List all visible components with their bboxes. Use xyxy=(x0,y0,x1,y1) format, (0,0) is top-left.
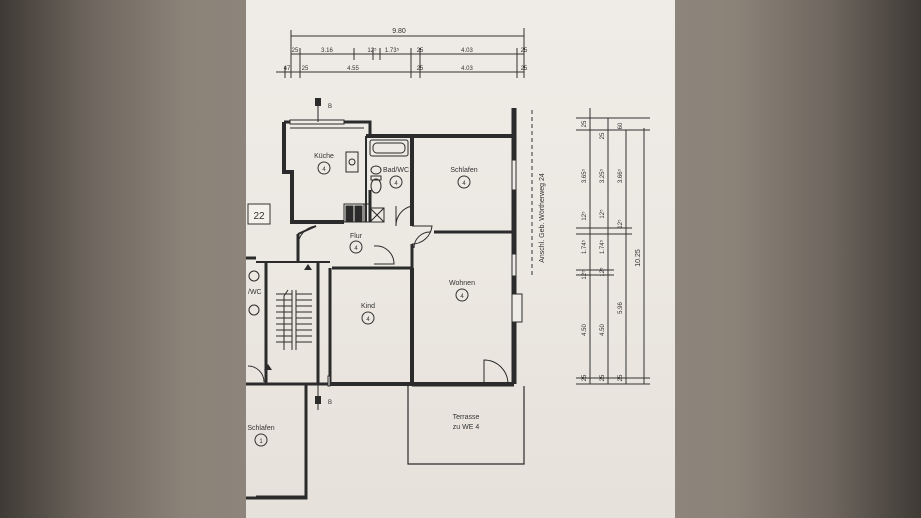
dim-rc2-1: 3.25⁵ xyxy=(599,168,606,183)
room-label-wc-neighbor: /WC xyxy=(248,289,262,296)
room-label-schlafen: Schlafen xyxy=(450,167,477,174)
dim-rc1-2: 12⁵ xyxy=(581,211,588,221)
dim-r2-0: 47 xyxy=(284,66,291,72)
toilet-icon xyxy=(248,304,260,316)
dim-rc2-0: 25 xyxy=(600,132,606,139)
unit-number: 22 xyxy=(253,211,265,222)
section-marker-top: B xyxy=(315,98,332,122)
dim-rc2-2: 12⁵ xyxy=(599,209,606,219)
side-note: Anschl. Geb. Wörtherweg 24 xyxy=(539,173,546,263)
room-label-bad: Bad/WC xyxy=(383,167,409,174)
dim-right-col2: 25 3.25⁵ 12⁵ 1.74⁵ 12⁵ 4.50 25 xyxy=(599,132,606,381)
room-label-wohnen: Wohnen xyxy=(449,280,475,287)
top-dimension-lines xyxy=(276,28,525,78)
room-flur: Flur 4 xyxy=(349,233,363,254)
room-schlafen-neighbor: Schlafen 1 xyxy=(247,425,275,447)
room-num-kueche: 4 xyxy=(322,167,326,173)
room-num-bad: 4 xyxy=(394,181,398,187)
room-label-terrasse-2: zu WE 4 xyxy=(453,424,480,431)
room-label-kind: Kind xyxy=(361,303,375,310)
dim-rc2-6: 25 xyxy=(600,374,606,381)
stairs xyxy=(276,289,312,350)
room-terrasse: Terrasse zu WE 4 xyxy=(453,414,480,431)
room-schlafen: Schlafen 4 xyxy=(450,167,478,189)
dim-r2-3: 25 xyxy=(417,66,424,72)
dim-rc3-0: 60 xyxy=(618,122,624,129)
dim-rc2-4: 12⁵ xyxy=(599,267,606,277)
dim-r1-2: 12⁵ xyxy=(367,47,377,54)
dim-r1-4: 25 xyxy=(417,48,424,54)
room-wohnen: Wohnen 4 xyxy=(449,280,475,302)
room-label-flur: Flur xyxy=(350,233,363,240)
dim-row2-labels: 47 25 4.55 25 4.03 25 xyxy=(284,66,528,72)
dim-rc1-4: 12⁵ xyxy=(581,270,588,280)
bathtub xyxy=(369,139,409,157)
room-label-kueche: Küche xyxy=(314,153,334,160)
room-num-schlafen: 4 xyxy=(462,181,466,187)
shaft-box xyxy=(369,207,385,223)
dim-rc1-3: 1.74⁵ xyxy=(581,239,588,254)
arrow-up-icon xyxy=(304,264,312,270)
room-num-wohnen: 4 xyxy=(460,294,464,300)
room-kueche: Küche 4 xyxy=(314,153,334,175)
section-marker-label-bottom: B xyxy=(328,400,332,406)
room-kind: Kind 4 xyxy=(361,303,375,325)
dim-right-total: 10.25 xyxy=(635,249,642,267)
right-dimension-lines xyxy=(576,108,650,385)
section-marker-label: B xyxy=(328,104,332,110)
dim-right-col3: 60 3.66⁵ 12⁵ 5.96 25 xyxy=(617,122,624,381)
arrow-up-icon xyxy=(264,364,272,370)
dim-rc3-1: 3.66⁵ xyxy=(617,168,624,183)
room-num-schlafen-neighbor: 1 xyxy=(259,439,263,445)
room-label-schlafen-neighbor: Schlafen xyxy=(247,425,274,432)
dim-r1-0: 25 xyxy=(292,48,299,54)
floor-plan-sheet: 9.80 25 3.16 12⁵ 1.73⁵ 25 4.03 25 47 25 … xyxy=(246,0,675,518)
dim-rc2-3: 1.74⁵ xyxy=(599,239,606,254)
dim-rc1-1: 3.65⁵ xyxy=(581,168,588,183)
dim-top-total: 9.80 xyxy=(392,28,406,35)
floor-plan: 9.80 25 3.16 12⁵ 1.73⁵ 25 4.03 25 47 25 … xyxy=(246,28,650,500)
windows xyxy=(289,119,523,387)
dim-r1-3: 1.73⁵ xyxy=(385,47,400,54)
dim-r2-5: 25 xyxy=(521,66,528,72)
dim-rc2-5: 4.50 xyxy=(600,324,606,336)
dim-rc3-2: 12⁵ xyxy=(617,219,624,229)
room-label-terrasse: Terrasse xyxy=(453,414,480,421)
unit-number-box xyxy=(247,203,271,225)
room-bad: Bad/WC 4 xyxy=(383,167,409,189)
washbasin xyxy=(370,165,382,175)
dim-r1-1: 3.16 xyxy=(321,48,333,54)
dim-rc3-3: 5.96 xyxy=(618,302,624,314)
dim-rc1-0: 25 xyxy=(582,120,588,127)
dim-r1-5: 4.03 xyxy=(461,48,473,54)
section-marker-bottom: B xyxy=(315,384,332,410)
dim-r2-4: 4.03 xyxy=(461,66,473,72)
room-num-kind: 4 xyxy=(366,317,370,323)
kitchen-stove xyxy=(343,203,365,223)
toilet xyxy=(370,175,382,194)
dim-r2-2: 4.55 xyxy=(347,66,359,72)
doors xyxy=(247,205,509,385)
room-num-flur: 4 xyxy=(354,246,358,252)
kitchen-sink xyxy=(345,151,359,173)
dim-r1-6: 25 xyxy=(521,48,528,54)
dim-right-col1: 25 3.65⁵ 12⁵ 1.74⁵ 12⁵ 4.50 25 xyxy=(581,120,588,381)
dim-rc3-4: 25 xyxy=(618,374,624,381)
dim-rc1-5: 4.50 xyxy=(582,324,588,336)
dim-r2-1: 25 xyxy=(302,66,309,72)
dim-row1-labels: 25 3.16 12⁵ 1.73⁵ 25 4.03 25 xyxy=(292,47,528,54)
dim-rc1-6: 25 xyxy=(582,374,588,381)
sink-icon xyxy=(248,270,260,282)
